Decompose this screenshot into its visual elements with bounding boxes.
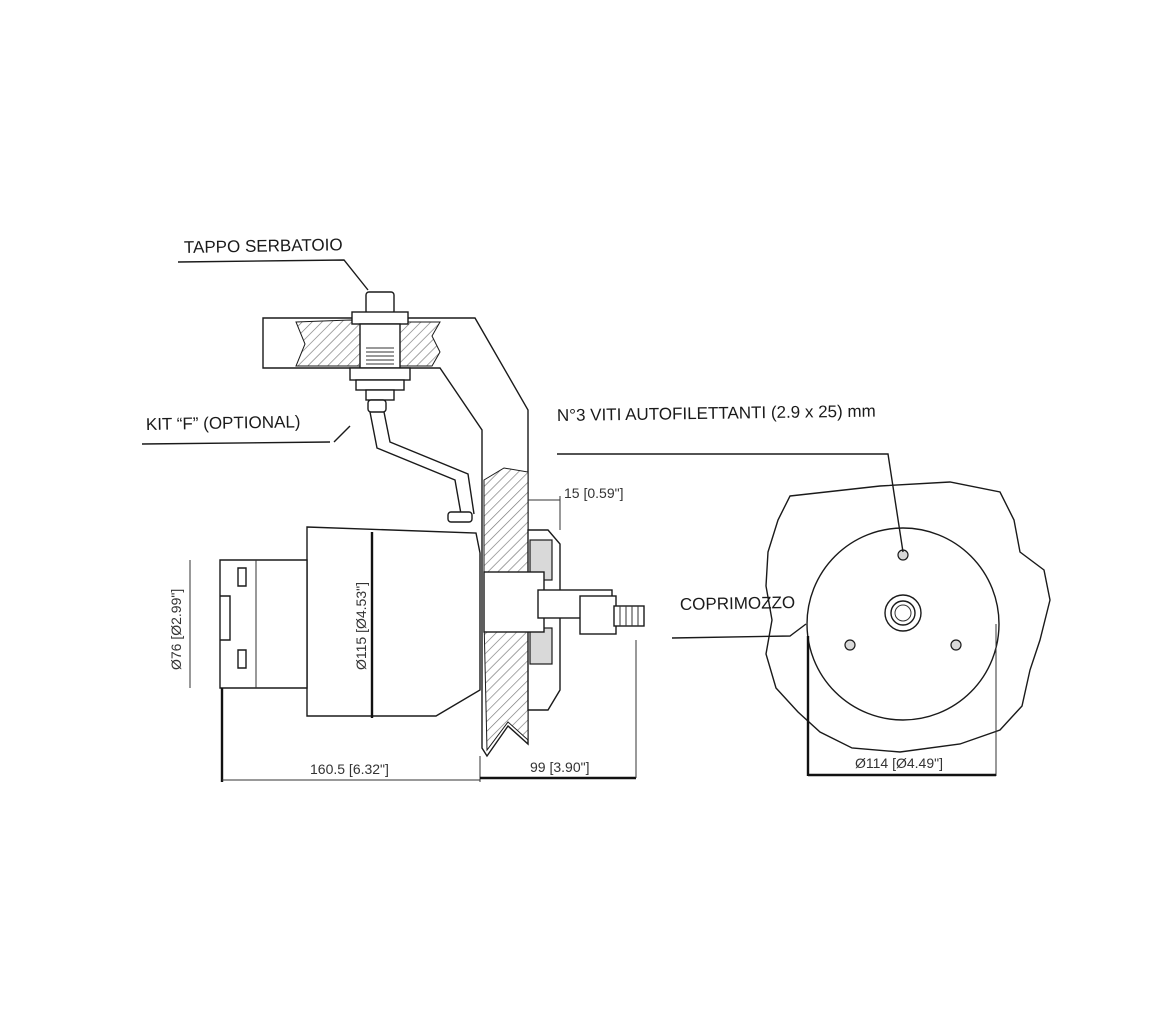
dimension-lines-side: [189, 496, 637, 782]
mounting-panel: [262, 317, 529, 758]
front-view: [557, 453, 1051, 777]
dim-length-160: 160.5 [6.32"]: [310, 761, 389, 777]
panel-cutout-outline: [765, 481, 1051, 753]
leader-kit-f: [141, 441, 331, 445]
label-hub-cover: COPRIMOZZO: [680, 593, 796, 614]
leader-hub-cover: [671, 623, 807, 639]
leader-tank-cap: [177, 259, 369, 291]
leader-kit-f-tick: [333, 425, 351, 443]
label-kit-f: KIT “F” (OPTIONAL): [146, 412, 301, 434]
hub-cover-disc: [806, 527, 1000, 721]
side-view: [141, 259, 645, 782]
screw-right: [950, 639, 962, 651]
dim-length-15: 15 [0.59"]: [564, 485, 623, 501]
dimension-lines-front: [806, 624, 997, 777]
dim-diameter-76: Ø76 [Ø2.99"]: [168, 589, 184, 670]
dim-diameter-115: Ø115 [Ø4.53"]: [353, 582, 369, 670]
kit-f-tube: [369, 411, 475, 523]
front-mechanism: [483, 529, 645, 711]
pump-body: [219, 526, 481, 718]
dim-diameter-114: Ø114 [Ø4.49"]: [855, 755, 943, 771]
label-screws: N°3 VITI AUTOFILETTANTI (2.9 x 25) mm: [557, 402, 876, 425]
screw-left: [844, 639, 856, 651]
label-tank-cap: TAPPO SERBATOIO: [184, 235, 343, 257]
leader-screws: [557, 453, 904, 553]
dim-length-99: 99 [3.90"]: [530, 759, 589, 775]
tank-cap-fitting: [349, 291, 411, 413]
